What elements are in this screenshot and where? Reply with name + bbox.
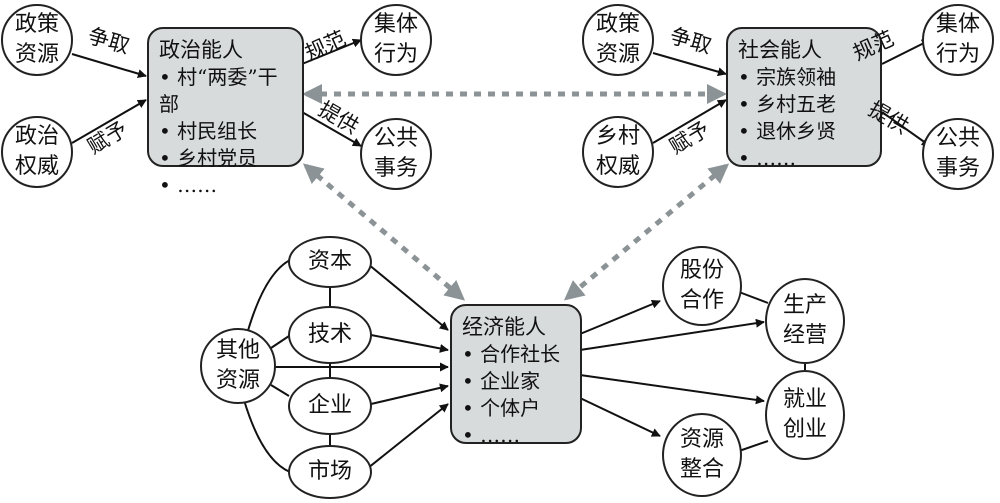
arrow-political-to-public: [301, 111, 362, 147]
link-political-economic: [302, 163, 466, 301]
social-elite-title: 社会能人: [738, 38, 822, 62]
arrow-technology-to-economic: [370, 334, 449, 353]
node-collective-behavior-right: 集体 行为: [922, 4, 994, 76]
line-shareholding-production: [738, 291, 769, 304]
arrow-economic-to-production: [579, 318, 765, 351]
node-other-resources: 其他 资源: [200, 328, 276, 404]
list-item: ……: [159, 172, 292, 199]
node-enterprise: 企业: [288, 377, 372, 435]
node-policy-resources-left: 政策 资源: [1, 4, 73, 76]
list-item: 乡村党员: [159, 145, 292, 172]
line-other-to-technology: [270, 335, 290, 349]
political-elite-title: 政治能人: [159, 38, 243, 62]
node-public-affairs-right: 公共 事务: [922, 118, 994, 190]
node-collective-behavior-left: 集体 行为: [360, 4, 432, 76]
arrow-capital-to-economic: [367, 263, 449, 331]
node-capital: 资本: [288, 236, 372, 288]
arrow-political-to-collective: [301, 38, 362, 65]
node-employment-entrepreneurship: 就业 创业: [765, 370, 845, 460]
node-resource-integration: 资源 整合: [662, 413, 742, 497]
box-economic-elite: 经济能人 合作社长 企业家 个体户 ……: [450, 304, 582, 447]
arrow-policy-to-political: [71, 53, 147, 79]
node-shareholding-cooperation: 股份 合作: [662, 246, 742, 326]
list-item: 村“两委”干部: [159, 64, 292, 118]
list-item: ……: [738, 145, 870, 172]
arrow-economic-to-employment: [579, 374, 765, 405]
line-other-to-enterprise: [270, 384, 290, 397]
arrow-authority-to-political: [71, 99, 147, 144]
list-item: 乡村五老: [738, 91, 870, 118]
list-item: 宗族领袖: [738, 64, 870, 91]
arrow-market-to-economic: [367, 403, 449, 469]
node-market: 市场: [288, 445, 372, 499]
list-item: 个体户: [462, 395, 570, 422]
arrow-enterprise-to-economic: [370, 383, 449, 405]
arrow-economic-to-shareholding: [579, 299, 661, 335]
box-political-elite: 政治能人 村“两委”干部 村民组长 乡村党员 ……: [147, 27, 304, 197]
arrow-policy-to-social: [652, 52, 727, 77]
node-public-affairs-left: 公共 事务: [360, 118, 432, 190]
node-policy-resources-right: 政策 资源: [582, 4, 654, 76]
list-item: 退休乡贤: [738, 118, 870, 145]
node-technology: 技术: [288, 306, 372, 364]
economic-elite-list: 合作社长 企业家 个体户 ……: [462, 341, 570, 449]
node-village-authority: 乡村 权威: [582, 116, 654, 188]
list-item: 村民组长: [159, 118, 292, 145]
economic-elite-title: 经济能人: [462, 315, 546, 339]
node-political-authority: 政治 权威: [1, 116, 73, 188]
social-elite-list: 宗族领袖 乡村五老 退休乡贤 ……: [738, 64, 870, 172]
curve-other-to-market: [243, 399, 291, 473]
link-social-economic: [563, 163, 730, 301]
political-elite-list: 村“两委”干部 村民组长 乡村党员 ……: [159, 64, 292, 199]
arrow-social-to-public: [881, 111, 931, 147]
node-production-operation: 生产 经营: [765, 278, 845, 364]
arrow-authority-to-social: [652, 99, 727, 144]
arrow-economic-to-integration: [579, 397, 661, 437]
line-employment-integration: [738, 440, 769, 452]
list-item: 合作社长: [462, 341, 570, 368]
list-item: ……: [462, 422, 570, 449]
list-item: 企业家: [462, 368, 570, 395]
box-social-elite: 社会能人 宗族领袖 乡村五老 退休乡贤 ……: [726, 27, 882, 170]
